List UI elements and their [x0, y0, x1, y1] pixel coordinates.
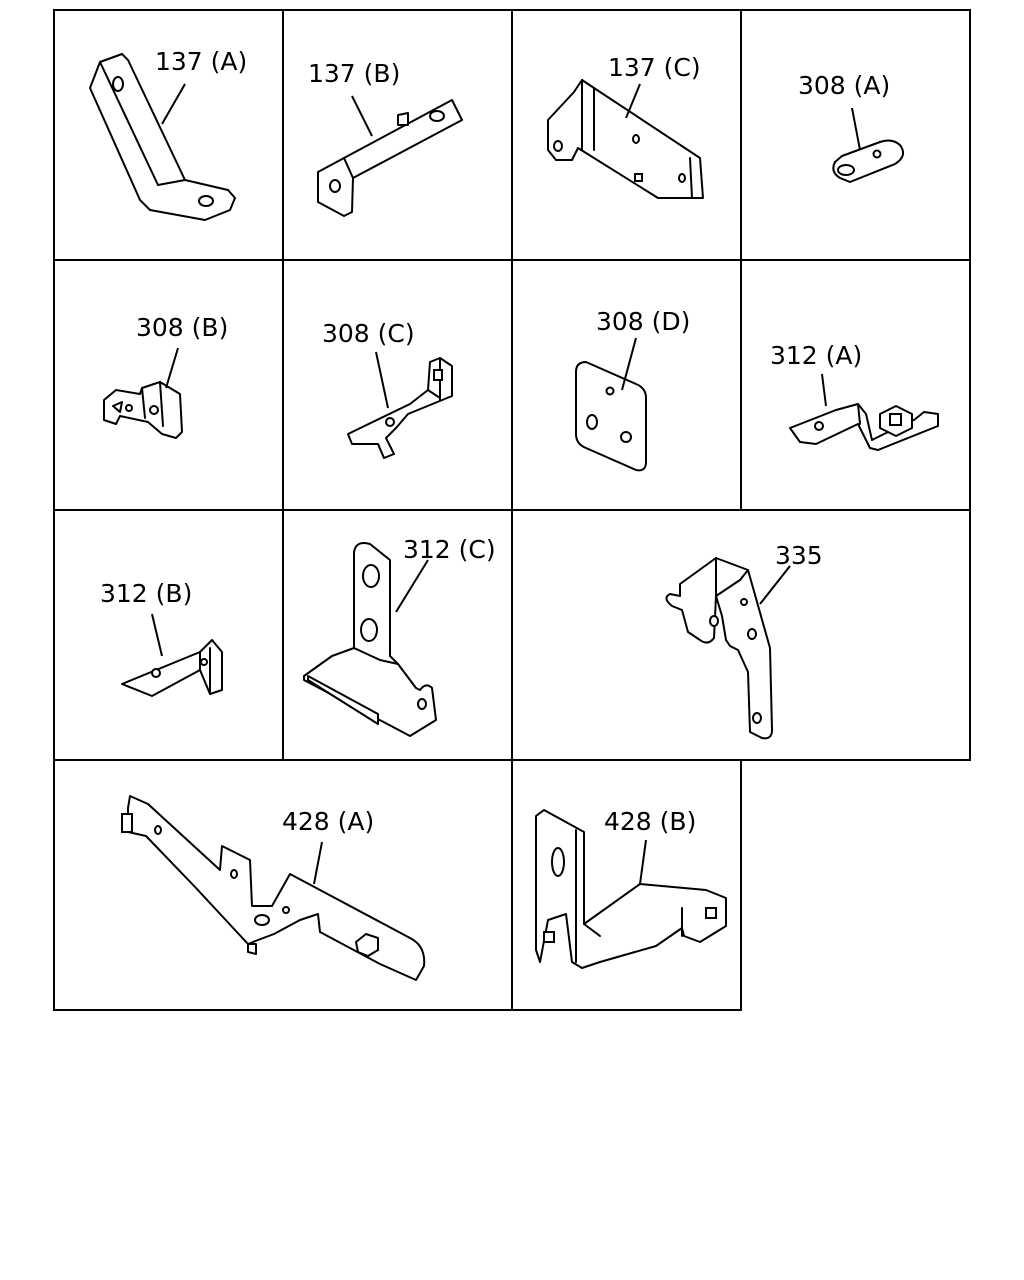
label-428a: 428 (A) — [282, 807, 374, 836]
part-312b[interactable]: 312 (B) — [100, 579, 223, 697]
label-312b: 312 (B) — [100, 579, 192, 608]
part-428b[interactable]: 428 (B) — [535, 807, 727, 969]
part-308a[interactable]: 308 (A) — [798, 71, 905, 183]
cell-grid — [53, 9, 971, 1011]
part-137c[interactable]: 137 (C) — [547, 53, 704, 199]
label-137a: 137 (A) — [155, 47, 247, 76]
label-312c: 312 (C) — [403, 535, 496, 564]
part-308d[interactable]: 308 (D) — [575, 307, 690, 472]
part-312c[interactable]: 312 (C) — [303, 535, 496, 737]
label-428b: 428 (B) — [604, 807, 696, 836]
label-312a: 312 (A) — [770, 341, 862, 370]
label-308c: 308 (C) — [322, 319, 415, 348]
part-137b[interactable]: 137 (B) — [308, 59, 463, 217]
label-308b: 308 (B) — [136, 313, 228, 342]
label-308d: 308 (D) — [596, 307, 690, 336]
label-137b: 137 (B) — [308, 59, 400, 88]
label-308a: 308 (A) — [798, 71, 890, 100]
part-312a[interactable]: 312 (A) — [770, 341, 939, 451]
part-137a[interactable]: 137 (A) — [89, 47, 247, 221]
part-308c[interactable]: 308 (C) — [322, 319, 453, 459]
part-335[interactable]: 335 — [665, 541, 823, 740]
label-137c: 137 (C) — [608, 53, 701, 82]
label-335: 335 — [775, 541, 823, 570]
part-308b[interactable]: 308 (B) — [103, 313, 228, 439]
part-428a[interactable]: 428 (A) — [121, 795, 426, 981]
